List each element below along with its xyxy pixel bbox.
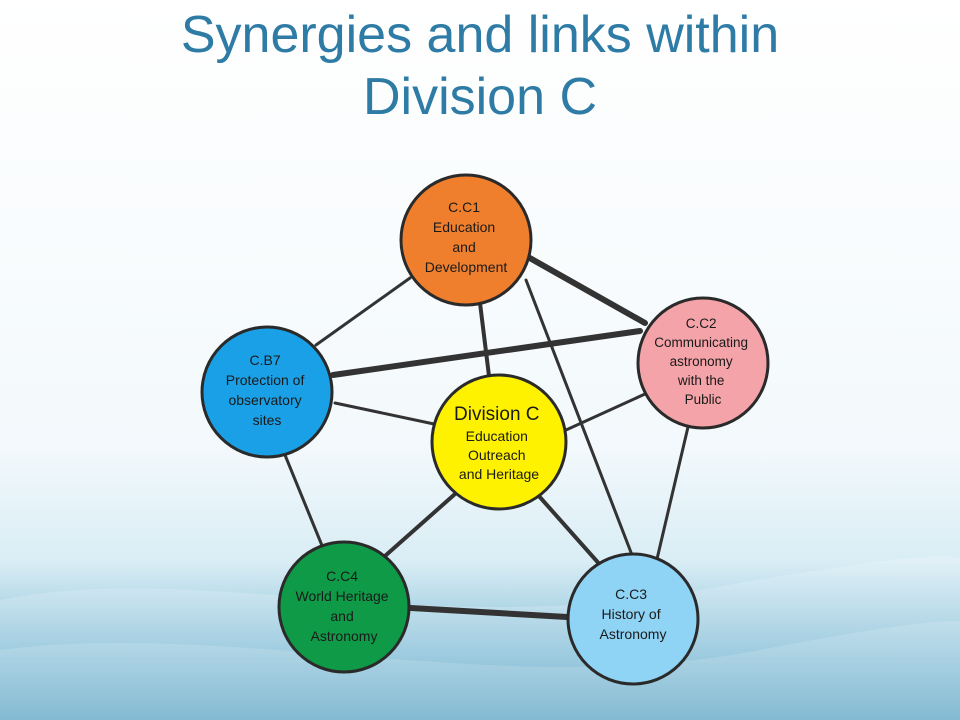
node-cc1: C.C1 Education and Development [399,173,533,307]
node-division-c: Division C Education Outreach and Herita… [430,373,568,511]
edge-cb7-cc4 [283,453,325,550]
node-divc-line-3: Outreach [468,447,526,463]
edge-cc1-cc3 [524,278,634,557]
node-cc2-line-3: astronomy [670,354,733,369]
node-cc1-line-4: Development [425,259,508,275]
node-cc1-line-3: and [452,239,475,255]
edge-cc2-divc [564,392,647,432]
node-cc4-line-2: World Heritage [295,588,388,604]
node-cc1-line-2: Education [433,219,495,235]
edge-cc1-divc [478,301,491,378]
node-cb7-line-1: C.B7 [249,352,280,368]
slide-title: Synergies and links within Division C [0,4,960,128]
node-cc3-line-1: C.C3 [615,586,647,602]
node-cc4-line-1: C.C4 [326,568,358,584]
svg-text:C.C3 History of As: C.C3 History of Astronomy [600,586,667,642]
node-cb7-line-3: observatory [228,392,301,408]
svg-text:C.C4 World Heritage: C.C4 World Heritage and Astronomy [295,568,392,644]
node-cc2-line-4: with the [677,373,725,388]
node-cc4-line-4: Astronomy [311,628,378,644]
node-cc1-line-1: C.C1 [448,199,480,215]
node-cc3-line-2: History of [601,606,660,622]
edge-cc4-cc3 [408,605,570,620]
node-cc3: C.C3 History of Astronomy [566,552,700,686]
node-cc2-line-1: C.C2 [686,316,717,331]
svg-text:C.C1 Education and: C.C1 Education and Development [425,199,508,275]
node-cb7-line-2: Protection of [226,372,305,388]
edge-cc1-cb7 [314,276,412,347]
node-cb7: C.B7 Protection of observatory sites [200,325,334,459]
edge-divc-cc3 [536,493,604,569]
edge-cb7-cc2 [330,328,643,378]
node-cb7-line-4: sites [253,412,282,428]
node-cc4: C.C4 World Heritage and Astronomy [277,540,411,674]
node-divc-line-4: and Heritage [459,466,539,482]
node-cc3-line-3: Astronomy [600,626,667,642]
node-divc-line-2: Education [466,428,528,444]
node-cc2-line-5: Public [685,392,722,407]
edge-cc1-cc2 [525,254,648,326]
node-cc4-line-3: and [330,608,353,624]
svg-text:C.B7 Protection of: C.B7 Protection of observatory sites [226,352,309,428]
node-cc2: C.C2 Communicating astronomy with the Pu… [636,296,770,430]
title-line-1: Synergies and links within [180,6,780,64]
svg-text:Division C Education: Division C Education Outreach and Herita… [454,404,544,482]
title-line-2: Division C [362,68,598,126]
edge-cb7-divc [333,401,436,426]
edge-divc-cc4 [383,492,457,558]
edges [283,254,690,620]
svg-text:C.C2 Communicating: C.C2 Communicating astronomy with the Pu… [654,316,752,407]
edge-cc2-cc3 [655,425,690,561]
node-divc-line-1: Division C [454,404,540,425]
node-cc2-line-2: Communicating [654,335,748,350]
